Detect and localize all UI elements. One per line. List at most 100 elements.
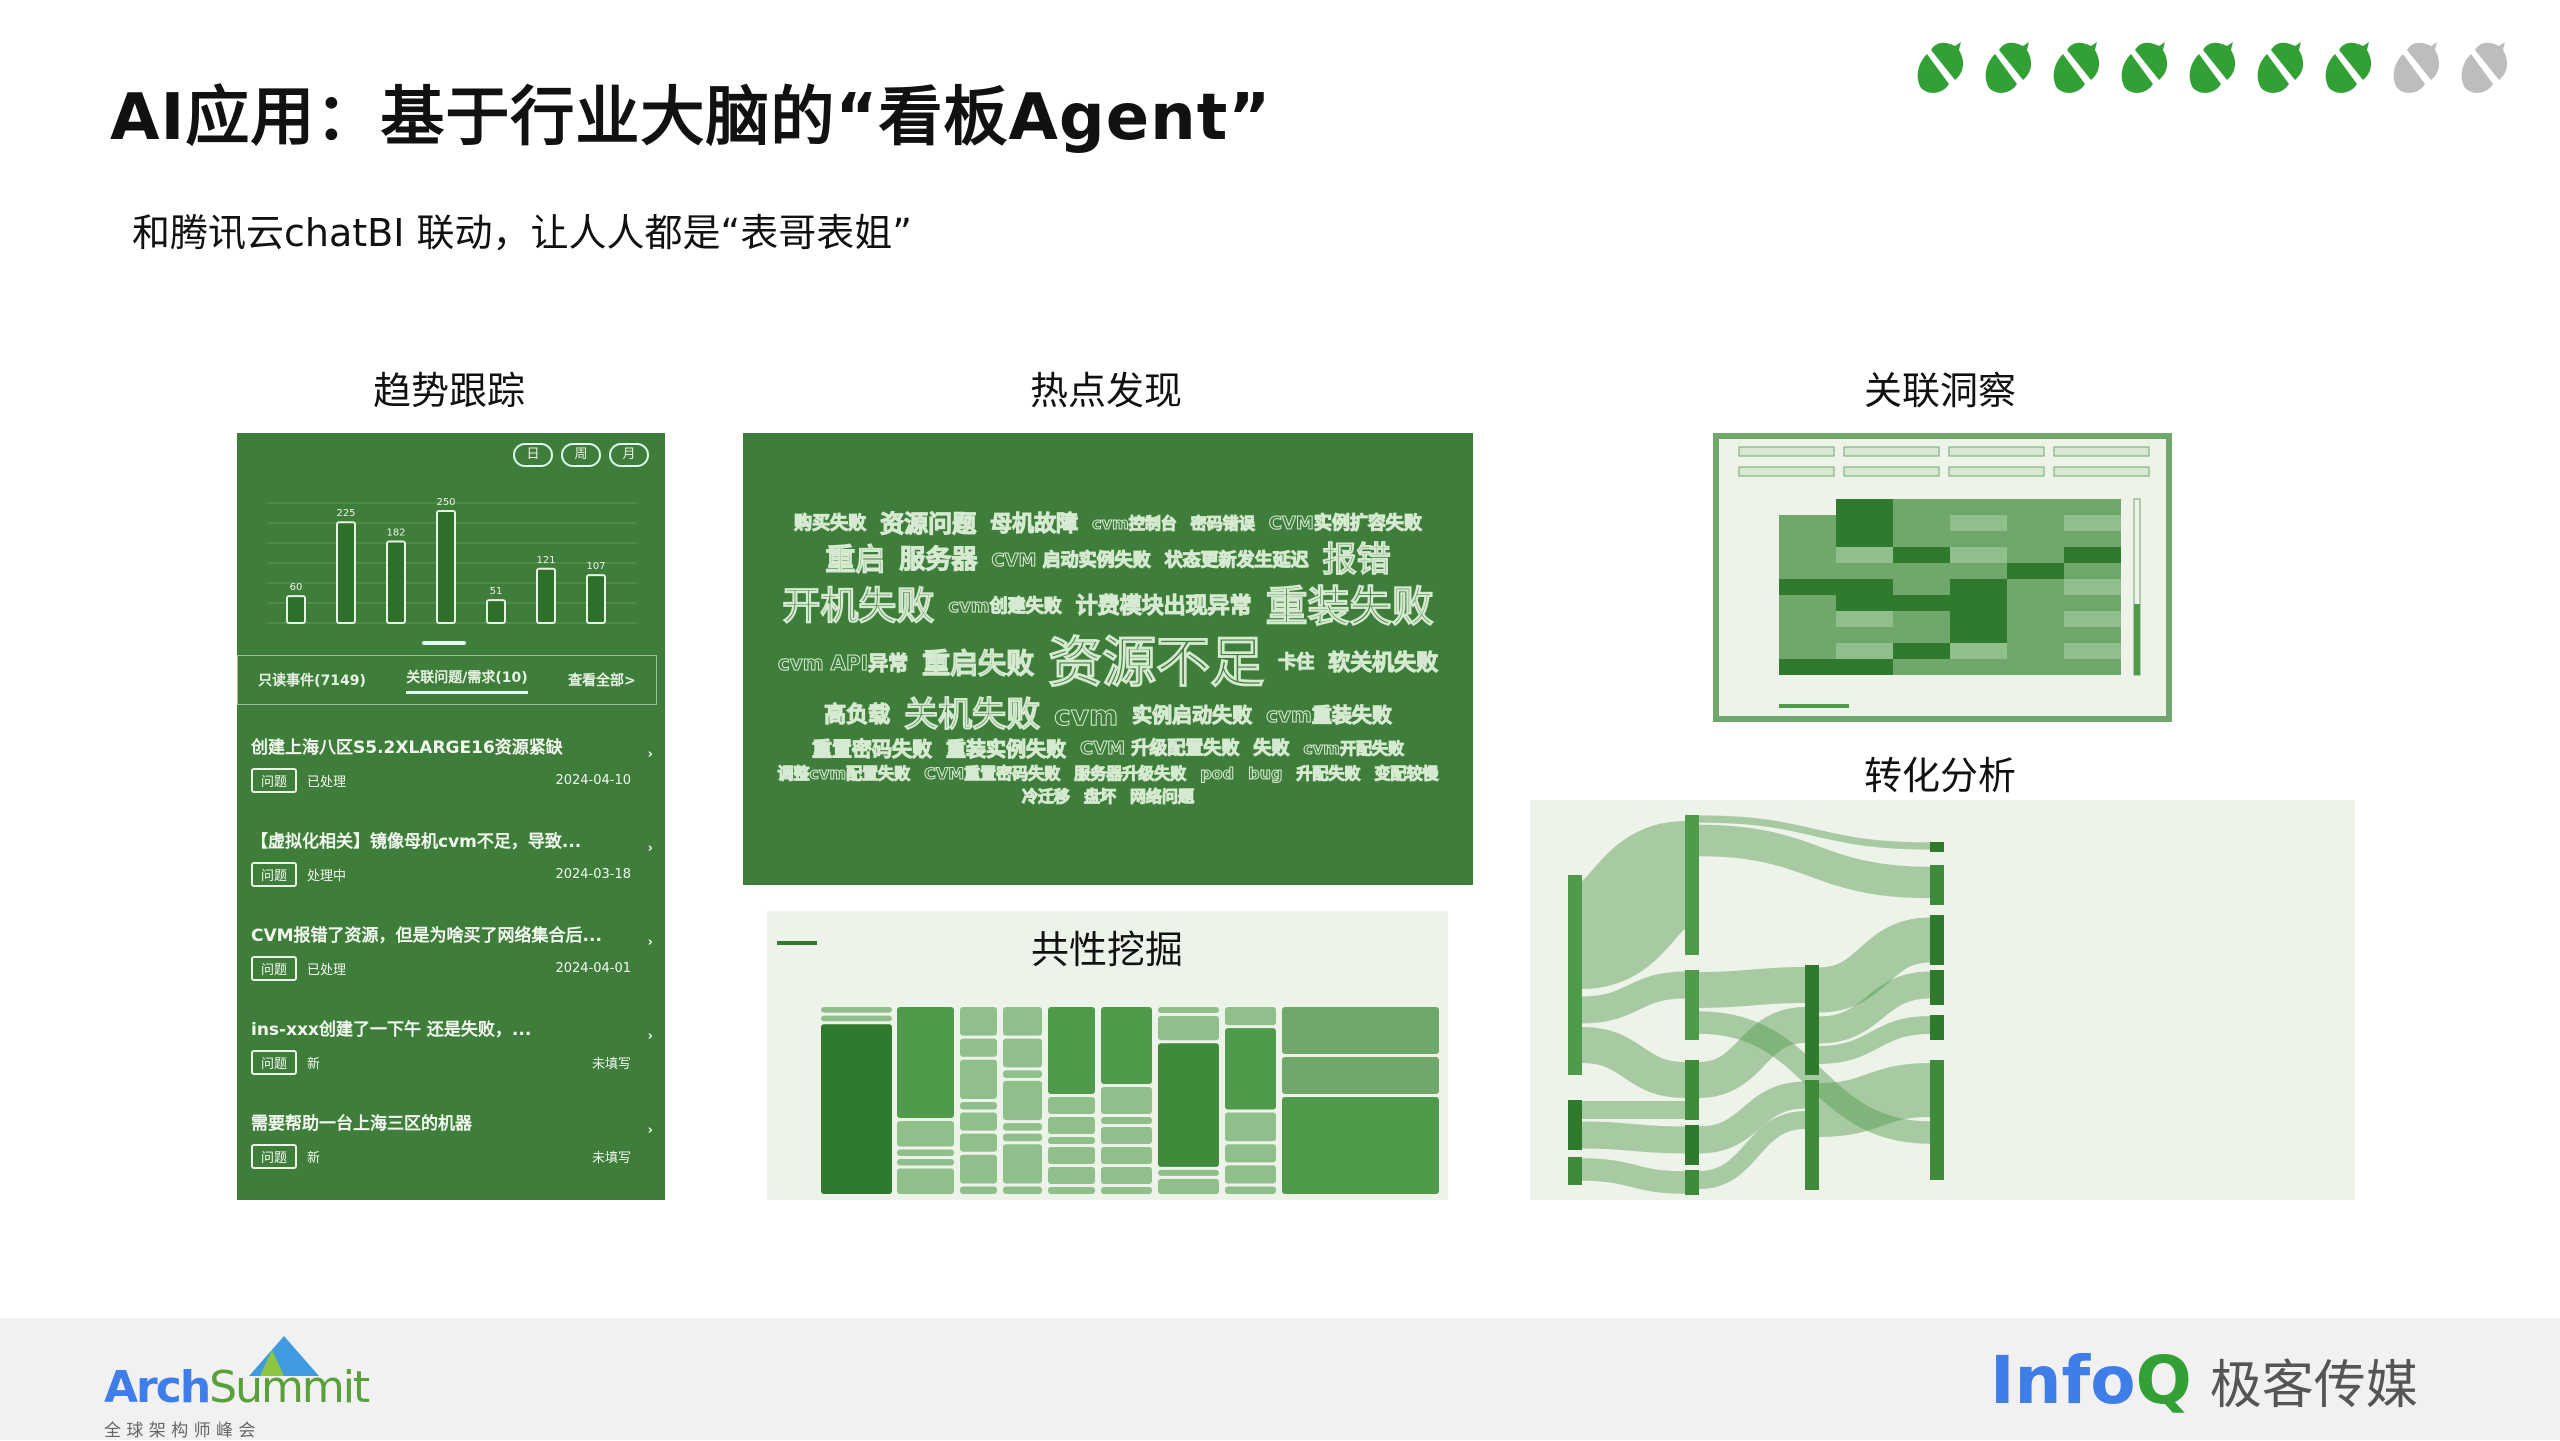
- issue-tag: 问题: [251, 768, 298, 793]
- commonality-treemap: 共性挖掘: [767, 911, 1448, 1200]
- sankey-node: [1685, 1060, 1699, 1120]
- treemap-tile: [897, 1159, 954, 1166]
- wordcloud-term: 母机故障: [990, 512, 1079, 538]
- heatmap-cell: [2007, 515, 2064, 531]
- heatmap-cell: [1779, 499, 1836, 515]
- treemap-tile: [1003, 1144, 1042, 1184]
- issue-date: 未填写: [591, 1057, 631, 1072]
- wordcloud-term: 重置密码失败: [812, 737, 933, 762]
- scroll-indicator: [422, 641, 466, 645]
- issue-status: 已处理: [307, 775, 347, 790]
- conversion-sankey: [1530, 800, 2355, 1200]
- treemap-tile: [960, 1133, 997, 1152]
- wordcloud-term: 报错: [1322, 540, 1391, 581]
- section-title-conversion: 转化分析: [1863, 754, 2017, 798]
- treemap-tile: [1101, 1147, 1152, 1164]
- bar: [336, 521, 356, 625]
- heatmap-cell: [1950, 611, 2007, 627]
- acorn-icon: [1985, 42, 2032, 93]
- heatmap-cell: [2007, 547, 2064, 563]
- filter-dropdown: [1843, 446, 1940, 457]
- acorn-icon: [2325, 42, 2372, 93]
- treemap-tile: [1101, 1187, 1152, 1194]
- sankey-link: [1698, 1111, 1806, 1189]
- wordcloud-term: 密码错误: [1190, 514, 1255, 534]
- view-all-link[interactable]: 查看全部>: [568, 673, 636, 689]
- treemap-tile: [1048, 1117, 1095, 1134]
- sankey-node: [1930, 865, 1944, 905]
- heatmap-cell: [2007, 563, 2064, 579]
- issue-status: 已处理: [307, 963, 347, 978]
- month-button[interactable]: 月: [609, 443, 649, 467]
- day-button[interactable]: 日: [513, 443, 553, 467]
- bar: [386, 540, 406, 624]
- wordcloud-term: 开机失败: [782, 584, 935, 628]
- wordcloud-term: 资源问题: [880, 510, 977, 539]
- trend-tabs: 只读事件(7149) 关联问题/需求(10) 查看全部>: [237, 655, 657, 705]
- issue-title: 需要帮助一台上海三区的机器: [251, 1114, 472, 1134]
- issue-tag: 问题: [251, 956, 298, 981]
- sankey-node: [1568, 875, 1582, 1075]
- wordcloud-term: 冷迁移: [1021, 787, 1070, 807]
- section-title-commonality: 共性挖掘: [1030, 928, 1184, 972]
- sankey-node: [1930, 1015, 1944, 1040]
- wordcloud-term: 卡住: [1278, 651, 1315, 673]
- treemap-tile: [1282, 1007, 1439, 1054]
- section-title-correlation: 关联洞察: [1863, 369, 2017, 413]
- heatmap-cell: [2007, 579, 2064, 595]
- wordcloud-term: CVM实例扩容失败: [1268, 513, 1422, 535]
- section-title-hotspot: 热点发现: [1029, 369, 1183, 413]
- tab-events[interactable]: 只读事件(7149): [258, 673, 366, 689]
- heatmap-cell: [1836, 595, 1893, 611]
- treemap-tile: [960, 1186, 997, 1194]
- heatmap-cell: [2064, 611, 2121, 627]
- heatmap-cell: [2064, 515, 2121, 531]
- sankey-link: [1581, 1027, 1686, 1098]
- treemap-tile: [1101, 1007, 1152, 1084]
- issue-date: 未填写: [591, 1151, 631, 1166]
- heatmap-cell: [1950, 627, 2007, 643]
- issue-list-item[interactable]: ins-xxx创建了一下午 还是失败，...问题新未填写›: [251, 1015, 653, 1075]
- bar: [486, 599, 506, 624]
- heatmap-cell: [2007, 595, 2064, 611]
- treemap-tile: [1003, 1133, 1042, 1142]
- heatmap-cell: [1779, 595, 1836, 611]
- wordcloud-term: 高负载: [824, 702, 891, 728]
- bar-label: 121: [536, 555, 555, 566]
- chevron-right-icon: ›: [647, 747, 653, 762]
- sankey-link: [1698, 815, 1931, 850]
- treemap-tile: [1048, 1137, 1095, 1144]
- wordcloud-term: 重装失败: [1265, 581, 1434, 631]
- issue-date: 2024-04-10: [555, 773, 631, 788]
- treemap-tile: [1003, 1123, 1042, 1131]
- wordcloud-term: bug: [1248, 764, 1283, 784]
- treemap-tile: [897, 1121, 954, 1147]
- acorn-icon: [2121, 42, 2168, 93]
- wordcloud-term: 重启: [825, 543, 886, 579]
- treemap-tile: [960, 1038, 997, 1057]
- tab-related[interactable]: 关联问题/需求(10): [406, 667, 528, 694]
- page-subtitle: 和腾讯云chatBI 联动，让人人都是“表哥表姐”: [132, 211, 912, 255]
- chevron-right-icon: ›: [647, 841, 653, 856]
- treemap-tile: [1158, 1043, 1219, 1167]
- issue-list-item[interactable]: 需要帮助一台上海三区的机器问题新未填写›: [251, 1109, 653, 1169]
- sankey-link: [1698, 824, 1931, 899]
- bar-label: 250: [436, 497, 455, 508]
- sankey-link: [1698, 1011, 1931, 1144]
- bar-label: 182: [386, 527, 405, 538]
- page-title: AI应用：基于行业大脑的“看板Agent”: [110, 81, 1272, 155]
- heatmap-cell: [1893, 531, 1950, 547]
- sankey-node: [1685, 1125, 1699, 1165]
- week-button[interactable]: 周: [561, 443, 601, 467]
- heatmap-cell: [1779, 531, 1836, 547]
- heatmap-cell: [1836, 579, 1893, 595]
- heatmap-cell: [2007, 611, 2064, 627]
- treemap-tile: [821, 1007, 892, 1013]
- sankey-node: [1805, 965, 1819, 1075]
- treemap-tile: [1225, 1007, 1276, 1026]
- wordcloud-term: pod: [1200, 764, 1235, 784]
